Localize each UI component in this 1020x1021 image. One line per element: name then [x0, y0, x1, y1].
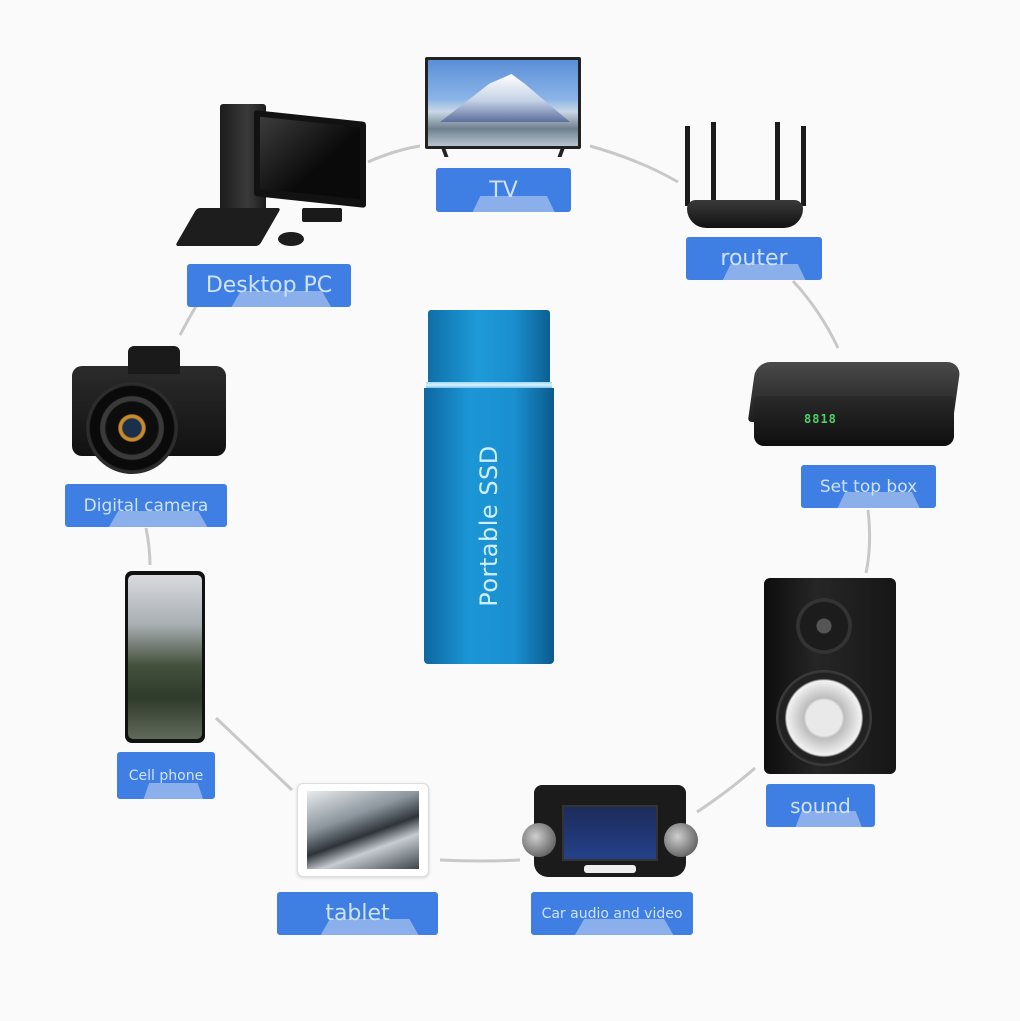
tv-icon	[425, 57, 581, 157]
cell-phone-label: Cell phone	[117, 752, 215, 799]
car-audio-label: Car audio and video	[531, 892, 693, 935]
digital-camera-label: Digital camera	[65, 484, 227, 527]
portable-ssd: Portable SSD	[424, 310, 554, 664]
router-icon	[683, 122, 808, 232]
desktop-pc-icon	[175, 104, 366, 256]
tablet-label: tablet	[277, 892, 438, 935]
ssd-label: Portable SSD	[475, 445, 503, 607]
digital-camera-icon	[72, 340, 226, 475]
set-top-box-icon: 8818	[747, 362, 962, 457]
led-display: 8818	[804, 412, 837, 426]
speaker-icon	[764, 578, 896, 774]
tablet-icon	[297, 783, 429, 877]
desktop-pc-label: Desktop PC	[187, 264, 351, 307]
sound-label: sound	[766, 784, 875, 827]
router-label: router	[686, 237, 822, 280]
cell-phone-icon	[125, 571, 205, 743]
set-top-box-label: Set top box	[801, 465, 936, 508]
car-audio-icon	[522, 785, 698, 879]
tv-label: TV	[436, 168, 571, 212]
